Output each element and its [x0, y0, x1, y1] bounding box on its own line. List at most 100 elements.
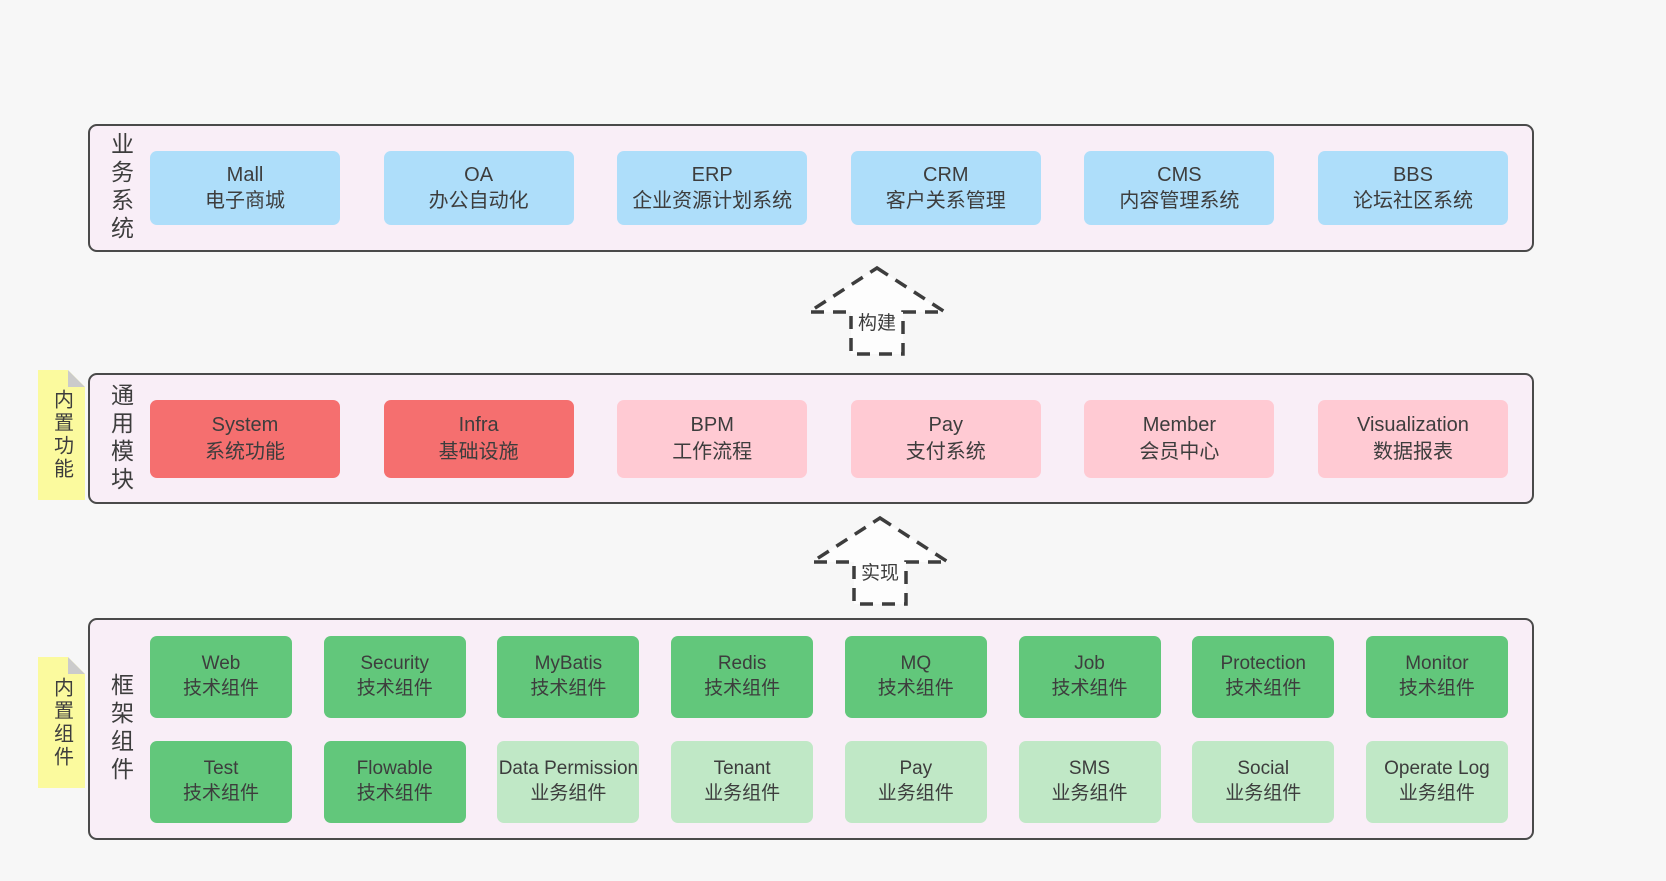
box-title: OA — [464, 163, 494, 186]
box-subtitle: 办公自动化 — [428, 190, 529, 212]
box-title: Social — [1237, 758, 1290, 780]
arrow-label: 实现 — [857, 558, 903, 585]
box-subtitle: 业务组件 — [1225, 782, 1302, 804]
box-subtitle: 技术组件 — [182, 782, 259, 804]
box-title: CMS — [1157, 163, 1202, 186]
layer-label-column: 业务系统 — [90, 126, 150, 250]
box-title: Visualization — [1357, 414, 1469, 437]
box-title: Redis — [717, 653, 767, 675]
box-redis: Redis 技术组件 — [671, 635, 814, 718]
box-crm: CRM 客户关系管理 — [850, 151, 1041, 225]
note-label: 内置功能 — [50, 389, 73, 481]
box-subtitle: 业务组件 — [704, 782, 781, 804]
arrow-label: 构建 — [854, 308, 900, 335]
built-in-components-note: 内置组件 — [38, 657, 85, 788]
box-cms: CMS 内容管理系统 — [1084, 151, 1275, 225]
box-monitor: Monitor 技术组件 — [1365, 635, 1508, 718]
box-test: Test 技术组件 — [150, 740, 292, 823]
box-mall: Mall 电子商城 — [150, 151, 340, 225]
box-operate-log: Operate Log 业务组件 — [1365, 740, 1508, 823]
layer-business-systems: 业务系统 Mall 电子商城 OA 办公自动化 ERP 企业资源计划系统 CRM… — [88, 124, 1534, 252]
box-mq: MQ 技术组件 — [844, 635, 987, 718]
box-subtitle: 客户关系管理 — [885, 190, 1006, 212]
box-title: Pay — [928, 414, 964, 437]
box-subtitle: 技术组件 — [1225, 677, 1302, 699]
layer-label: 通用模块 — [107, 382, 134, 495]
built-in-functions-note: 内置功能 — [38, 370, 85, 500]
implement-arrow: 实现 — [808, 514, 952, 608]
layer-label: 业务系统 — [107, 132, 134, 244]
box-protection: Protection 技术组件 — [1192, 635, 1335, 718]
box-subtitle: 系统功能 — [205, 440, 285, 463]
box-infra: Infra 基础设施 — [383, 399, 574, 478]
box-subtitle: 业务组件 — [530, 782, 607, 804]
layer-label-column: 通用模块 — [90, 375, 150, 502]
box-subtitle: 技术组件 — [182, 677, 259, 699]
box-bpm: BPM 工作流程 — [617, 399, 808, 478]
box-title: Test — [203, 758, 239, 780]
box-subtitle: 技术组件 — [877, 677, 954, 699]
box-title: System — [211, 414, 279, 437]
layer-label-column: 框架组件 — [90, 620, 150, 838]
box-social: Social 业务组件 — [1192, 740, 1335, 823]
box-subtitle: 工作流程 — [672, 440, 753, 463]
box-subtitle: 技术组件 — [356, 677, 433, 699]
box-title: MQ — [900, 653, 932, 675]
note-label: 内置组件 — [50, 676, 73, 769]
box-subtitle: 电子商城 — [205, 190, 285, 212]
box-flowable: Flowable 技术组件 — [323, 740, 466, 823]
build-arrow: 构建 — [805, 264, 949, 358]
box-subtitle: 技术组件 — [530, 677, 607, 699]
box-system: System 系统功能 — [150, 399, 340, 478]
box-title: Security — [360, 653, 430, 675]
layer-common-modules: 通用模块 System 系统功能 Infra 基础设施 BPM 工作流程 Pay… — [88, 373, 1534, 504]
box-web: Web 技术组件 — [150, 635, 292, 718]
box-pay: Pay 支付系统 — [850, 399, 1041, 478]
box-title: Tenant — [713, 758, 771, 780]
box-title: Infra — [458, 414, 499, 437]
box-subtitle: 业务组件 — [1398, 782, 1475, 804]
box-title: Web — [201, 653, 241, 675]
box-title: Member — [1142, 414, 1217, 437]
box-subtitle: 业务组件 — [1051, 782, 1128, 804]
layer-framework-components: 框架组件 Web 技术组件 Security 技术组件 MyBatis 技术组件… — [88, 618, 1534, 840]
box-subtitle: 业务组件 — [877, 782, 954, 804]
box-oa: OA 办公自动化 — [383, 151, 574, 225]
box-subtitle: 会员中心 — [1139, 440, 1220, 463]
box-mybatis: MyBatis 技术组件 — [497, 635, 640, 718]
box-title: SMS — [1068, 758, 1111, 780]
box-erp: ERP 企业资源计划系统 — [617, 151, 808, 225]
layer-label: 框架组件 — [107, 673, 134, 785]
box-title: BBS — [1392, 163, 1433, 186]
box-subtitle: 技术组件 — [1051, 677, 1128, 699]
box-title: Monitor — [1405, 653, 1469, 675]
box-subtitle: 基础设施 — [438, 440, 519, 463]
box-title: CRM — [923, 163, 969, 186]
box-title: Flowable — [356, 758, 433, 780]
box-subtitle: 技术组件 — [704, 677, 781, 699]
box-title: BPM — [690, 414, 734, 437]
box-title: Data Permission — [498, 758, 639, 780]
box-subtitle: 论坛社区系统 — [1352, 190, 1473, 212]
component-boxes-grid: Web 技术组件 Security 技术组件 MyBatis 技术组件 Redi… — [150, 620, 1532, 838]
box-title: Pay — [899, 758, 933, 780]
box-title: Mall — [226, 163, 264, 186]
module-boxes-row: System 系统功能 Infra 基础设施 BPM 工作流程 Pay 支付系统… — [150, 375, 1532, 502]
box-visualization: Visualization 数据报表 — [1317, 399, 1508, 478]
box-subtitle: 支付系统 — [905, 440, 986, 463]
box-sms: SMS 业务组件 — [1018, 740, 1161, 823]
box-pay-component: Pay 业务组件 — [844, 740, 987, 823]
box-security: Security 技术组件 — [323, 635, 466, 718]
box-title: Protection — [1220, 653, 1306, 675]
box-subtitle: 内容管理系统 — [1119, 190, 1240, 212]
box-subtitle: 数据报表 — [1372, 440, 1453, 463]
box-member: Member 会员中心 — [1084, 399, 1275, 478]
business-boxes-row: Mall 电子商城 OA 办公自动化 ERP 企业资源计划系统 CRM 客户关系… — [150, 126, 1532, 250]
box-data-permission: Data Permission 业务组件 — [497, 740, 640, 823]
box-job: Job 技术组件 — [1018, 635, 1161, 718]
box-bbs: BBS 论坛社区系统 — [1317, 151, 1508, 225]
box-title: Job — [1074, 653, 1105, 675]
box-subtitle: 企业资源计划系统 — [632, 190, 793, 212]
box-subtitle: 技术组件 — [1398, 677, 1475, 699]
box-title: MyBatis — [534, 653, 603, 675]
